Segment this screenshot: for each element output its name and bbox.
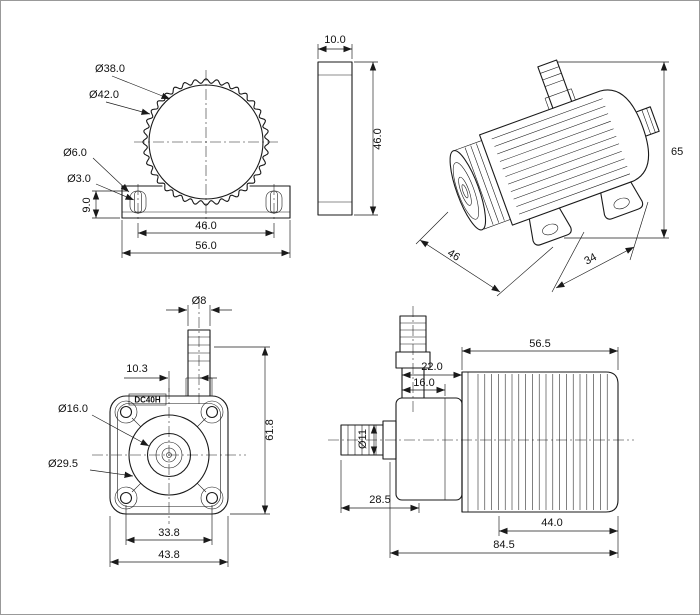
head-center-bores (128, 414, 210, 496)
dim-dia42: Ø42.0 (89, 89, 151, 115)
iso-foot-rear (600, 181, 644, 220)
dim-33-8: 33.8 (125, 505, 213, 545)
dim-dia3: Ø3.0 (67, 173, 135, 201)
dim-16: 16.0 (402, 377, 446, 396)
dim-46-height-label: 46.0 (372, 128, 384, 149)
dim-dia8-label: Ø8 (192, 295, 207, 307)
dim-dia6-label: Ø6.0 (63, 147, 87, 159)
flange-corner-holes (114, 400, 224, 510)
flange-ribs (131, 417, 207, 493)
dim-dia38-label: Ø38.0 (95, 63, 125, 75)
dim-10: 10.0 (317, 34, 353, 59)
dim-22-label: 22.0 (421, 361, 442, 373)
dim-10-3: 10.3 (124, 363, 217, 392)
dim-dia16: Ø16.0 (58, 403, 150, 447)
dim-43-8: 43.8 (109, 516, 229, 567)
dim-9-label: 9.0 (81, 197, 93, 212)
dim-44: 44.0 (498, 516, 619, 558)
dim-dia29-5-label: Ø29.5 (48, 458, 78, 470)
iso-foot-front (528, 207, 572, 246)
dim-iso-34: 34 (551, 201, 649, 293)
view-isometric: 65 46 34 (415, 59, 683, 297)
iso-head-face (449, 150, 487, 231)
head-outlet-barb (185, 329, 213, 397)
dim-44-label: 44.0 (541, 517, 562, 529)
dim-dia6: Ø6.0 (63, 147, 130, 193)
iso-inlet-barb (636, 106, 660, 137)
dim-65: 65 (557, 61, 683, 239)
dim-dia16-label: Ø16.0 (58, 403, 88, 415)
dim-46: 46.0 (137, 220, 275, 238)
dim-iso-46-label: 46 (445, 247, 462, 264)
view-side-profile: 10.0 46.0 (317, 34, 384, 216)
dim-dia38: Ø38.0 (95, 63, 171, 100)
dim-iso-46: 46 (415, 211, 554, 297)
dim-16-label: 16.0 (413, 377, 434, 389)
iso-head-cylinder (455, 140, 511, 230)
dim-28-5: 28.5 (340, 460, 420, 513)
dim-33-8-label: 33.8 (158, 527, 179, 539)
iso-pump-body (449, 59, 660, 246)
dim-10-3-label: 10.3 (126, 363, 147, 375)
dim-9: 9.0 (81, 190, 128, 219)
dim-46-height: 46.0 (354, 61, 384, 216)
dim-10-label: 10.0 (324, 34, 345, 46)
dim-56-5: 56.5 (461, 338, 619, 370)
motor-face-circle (148, 84, 264, 200)
side-motor-body (461, 371, 619, 513)
motor-fin-lines (477, 374, 608, 510)
dim-28-5-label: 28.5 (369, 494, 390, 506)
dim-43-8-label: 43.8 (158, 549, 179, 561)
dim-dia29-5: Ø29.5 (48, 458, 134, 478)
side-outlet-barb (395, 315, 431, 399)
dim-56-5-label: 56.5 (529, 338, 550, 350)
dim-56-label: 56.0 (195, 240, 216, 252)
dim-iso-34-label: 34 (582, 251, 598, 267)
dim-dia42-label: Ø42.0 (89, 89, 119, 101)
dim-84-5-label: 84.5 (493, 539, 514, 551)
dim-61-8: 61.8 (214, 346, 276, 515)
dim-dia3-label: Ø3.0 (67, 173, 91, 185)
side-inlet-barb (340, 420, 397, 460)
view-head-front: DC40H Ø8 10.3 Ø16.0 Ø29.5 61.8 (48, 295, 276, 567)
dim-22: 22.0 (401, 361, 462, 381)
profile-body (317, 61, 353, 216)
part-label: DC40H (134, 396, 160, 405)
iso-motor-outline (479, 89, 650, 226)
dim-65-label: 65 (671, 146, 683, 158)
dim-dia11-label: Ø11 (357, 429, 369, 449)
head-flange-inner (117, 403, 221, 507)
head-flange (109, 395, 229, 515)
view-motor-front: Ø38.0 Ø42.0 Ø6.0 Ø3.0 9.0 46.0 (63, 63, 291, 258)
view-side-full: 56.5 22.0 16.0 Ø11 28.5 44.0 (328, 306, 634, 558)
dim-46-label: 46.0 (195, 220, 216, 232)
motor-knurl-circle (142, 78, 270, 206)
dim-61-8-label: 61.8 (264, 419, 276, 440)
dim-56: 56.0 (121, 220, 291, 258)
dim-dia8: Ø8 (166, 295, 232, 326)
dim-84-5: 84.5 (389, 462, 618, 558)
part-label-box (128, 393, 167, 406)
dim-dia11: Ø11 (357, 425, 378, 455)
iso-outlet-barb (537, 59, 576, 110)
iso-fin-lines (491, 98, 631, 215)
mount-base (121, 184, 291, 221)
